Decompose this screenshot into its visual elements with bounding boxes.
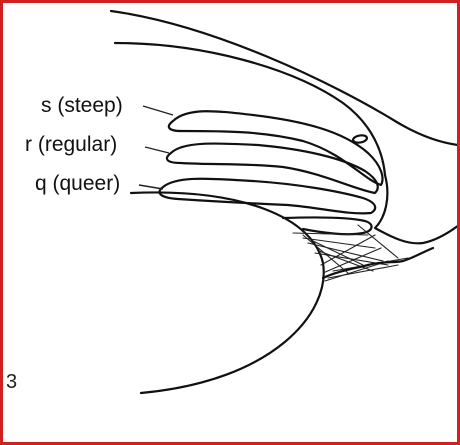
margin-mark: 3 [6, 371, 17, 394]
label-s: s (steep) [41, 95, 123, 116]
label-r: r (regular) [25, 134, 117, 155]
small-oval [352, 134, 367, 143]
outer-arc [111, 11, 458, 145]
iris-body [375, 175, 459, 243]
leader-q [139, 185, 163, 189]
ciliary-edge [323, 248, 433, 278]
leader-r [145, 147, 169, 153]
lens-arc [131, 192, 324, 393]
process-s [169, 111, 383, 185]
eye-anatomy-drawing [3, 3, 460, 445]
process-r [167, 143, 378, 193]
inner-arc [115, 43, 385, 175]
label-q: q (queer) [35, 173, 120, 194]
leader-s [143, 106, 173, 115]
